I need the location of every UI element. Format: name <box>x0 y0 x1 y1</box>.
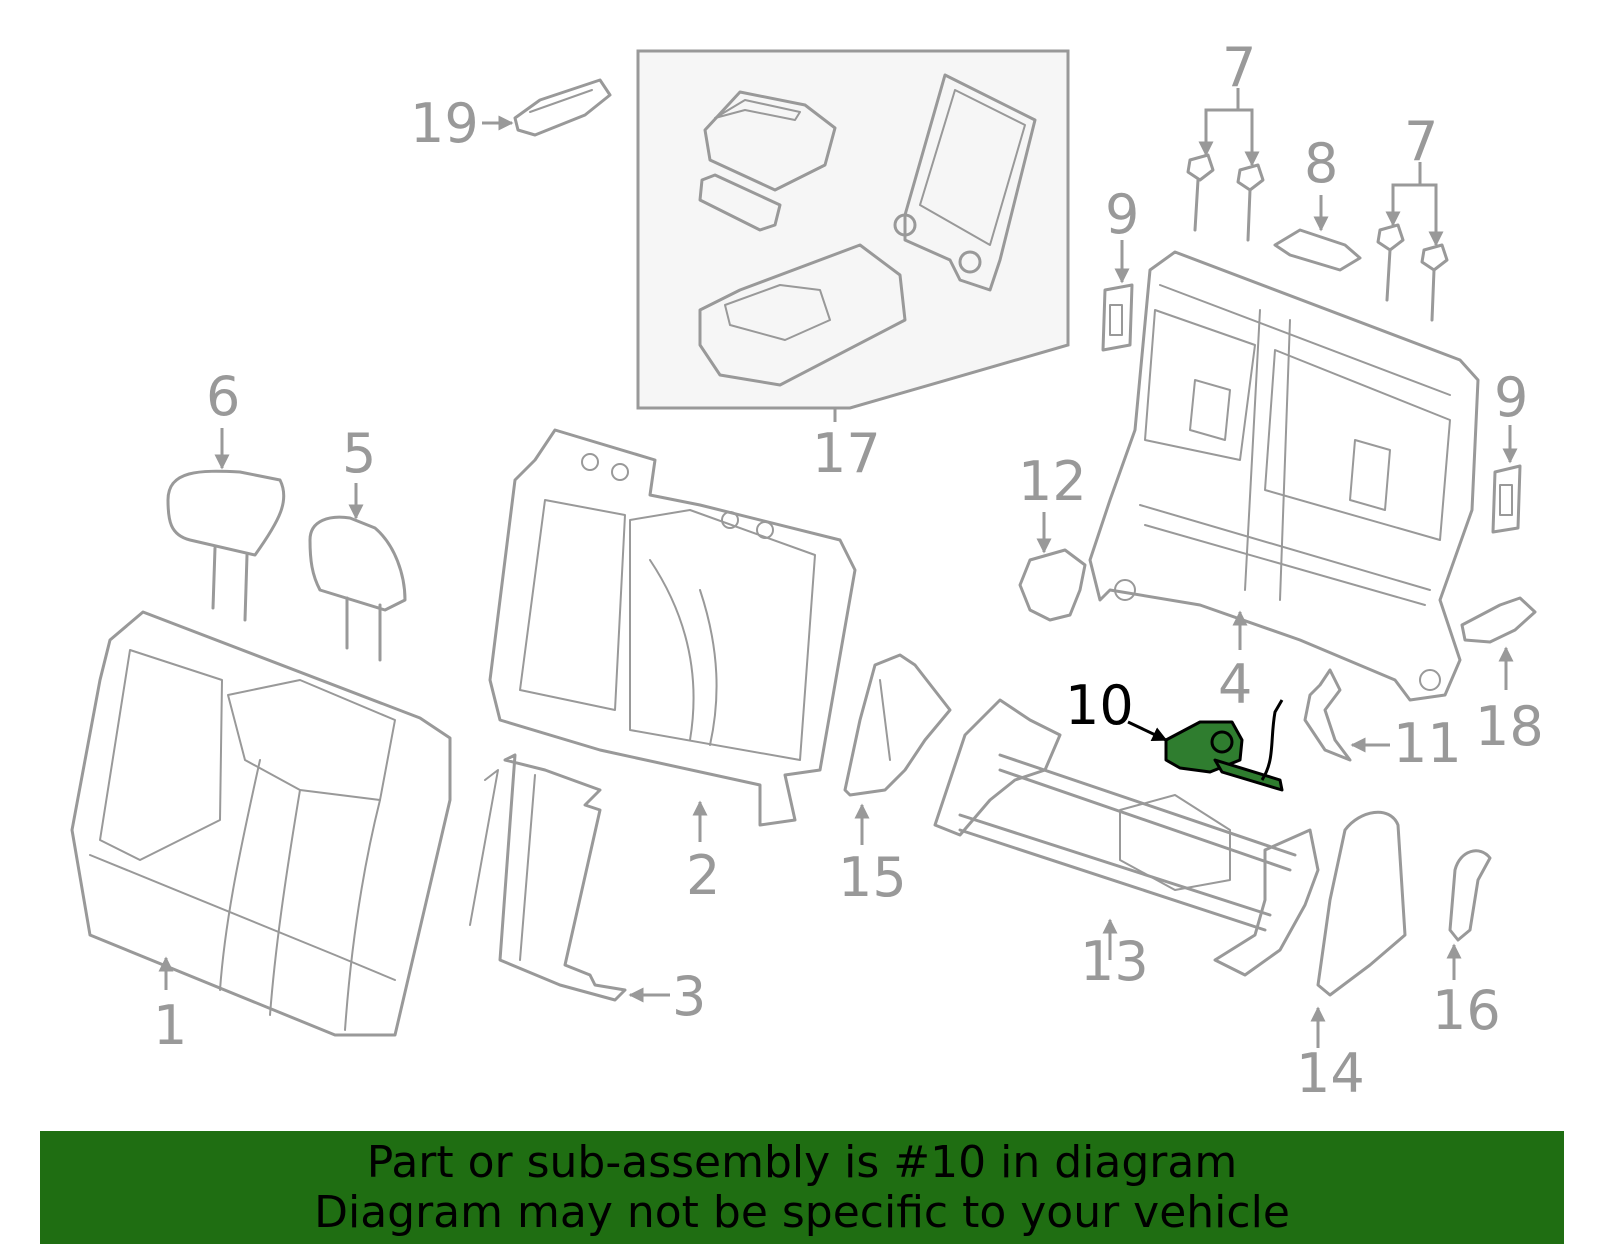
callout-5: 5 <box>342 422 376 485</box>
callout-8: 8 <box>1304 132 1338 195</box>
info-banner: Part or sub-assembly is #10 in diagram D… <box>40 1131 1564 1244</box>
part-17-inset-box <box>636 49 1070 422</box>
callout-1: 1 <box>153 994 187 1057</box>
part-10-highlighted-actuator <box>1127 699 1284 792</box>
part-1-seat-back-cover <box>70 610 452 1037</box>
callout-9b: 9 <box>1494 366 1528 429</box>
callout-11: 11 <box>1393 712 1462 775</box>
part-15-side-cover <box>843 653 952 845</box>
callout-2: 2 <box>686 844 720 907</box>
callout-7b: 7 <box>1404 110 1438 173</box>
part-11-trim <box>1303 668 1390 762</box>
callout-14: 14 <box>1296 1042 1365 1105</box>
callout-15: 15 <box>838 846 907 909</box>
callout-17: 17 <box>812 422 881 485</box>
callout-9a: 9 <box>1105 183 1139 246</box>
callout-12: 12 <box>1018 450 1087 513</box>
banner-line-1: Part or sub-assembly is #10 in diagram <box>366 1136 1238 1188</box>
callout-18: 18 <box>1475 695 1544 758</box>
part-3-back-panel <box>469 753 670 1003</box>
callout-3: 3 <box>672 965 706 1028</box>
part-5-headrest <box>308 483 407 662</box>
part-9-bracket <box>1101 240 1522 534</box>
part-18-latch-cover <box>1460 596 1537 690</box>
part-12-cover <box>1018 512 1087 622</box>
part-14-side-shield <box>1310 810 1407 1048</box>
callout-6: 6 <box>206 365 240 428</box>
part-13-seat-frame <box>933 698 1320 977</box>
banner-line-2: Diagram may not be specific to your vehi… <box>314 1186 1290 1238</box>
callout-10: 10 <box>1065 674 1134 737</box>
callout-13: 13 <box>1080 930 1149 993</box>
part-16-handle <box>1446 849 1492 980</box>
part-6-headrest <box>166 428 286 622</box>
callout-4: 4 <box>1218 653 1252 716</box>
callout-16: 16 <box>1432 979 1501 1042</box>
part-2-seat-back-pad <box>488 428 857 842</box>
part-19-switch <box>482 78 612 137</box>
part-8-clip <box>1273 195 1362 272</box>
part-7-bolts <box>1186 88 1449 322</box>
callout-7a: 7 <box>1222 36 1256 99</box>
callout-19: 19 <box>410 92 479 155</box>
part-4-seat-back-frame <box>1088 250 1480 702</box>
